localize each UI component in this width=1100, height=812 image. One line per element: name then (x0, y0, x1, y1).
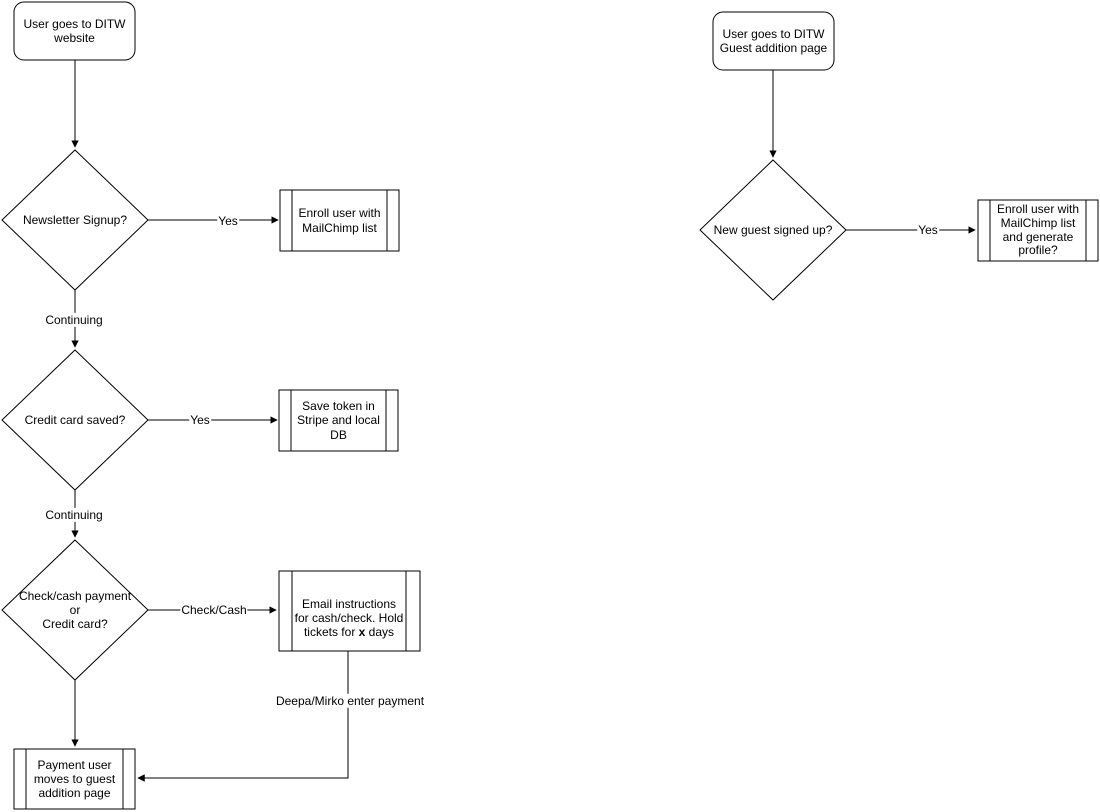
decision-new-guest (700, 160, 846, 300)
decision-newsletter-signup (2, 150, 148, 290)
process-payment-user-moves (14, 749, 135, 809)
decision-credit-card-saved (2, 350, 148, 490)
start-node-website (14, 2, 135, 60)
process-enroll-generate (978, 200, 1098, 261)
process-save-token (279, 390, 398, 451)
process-email-instructions (279, 571, 420, 651)
decision-payment-type (2, 540, 148, 680)
process-enroll-mailchimp (280, 190, 399, 251)
edge-email-to-payment-user (137, 651, 348, 782)
start-node-guest-page (713, 12, 834, 70)
